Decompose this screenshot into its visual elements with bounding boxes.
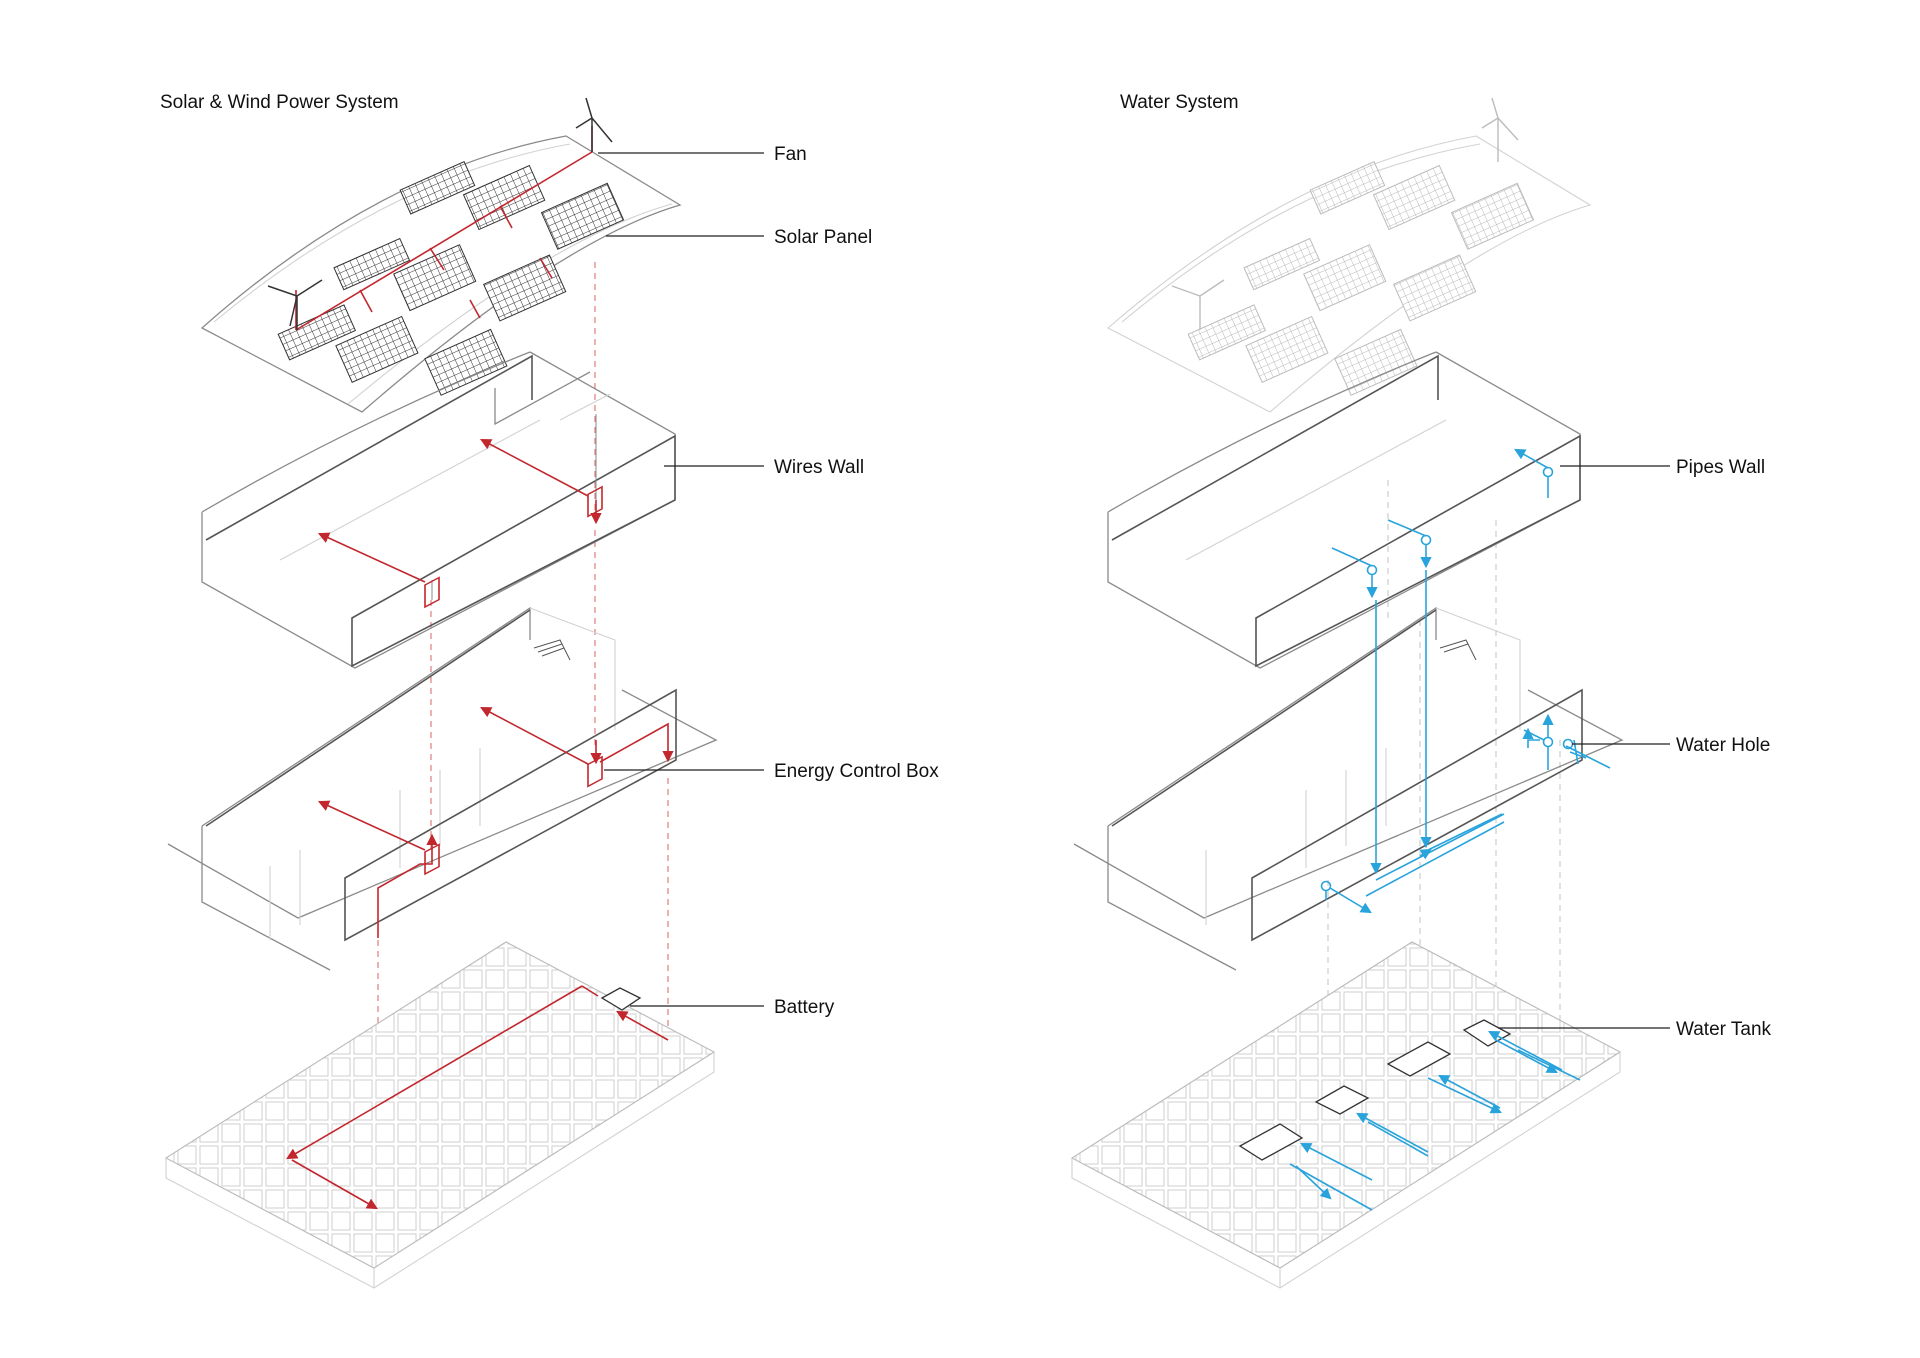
solar-panel xyxy=(424,328,508,396)
floor-grid-base-water xyxy=(1070,941,1622,1289)
pipes-wall xyxy=(1107,351,1581,669)
vertical-dashed-connectors xyxy=(377,262,669,1200)
wires-wall-label: Wires Wall xyxy=(774,457,864,478)
solar-panel xyxy=(399,161,476,215)
battery-wiring xyxy=(286,985,669,1210)
water-tank xyxy=(1314,1085,1370,1115)
solar-panel xyxy=(462,164,546,231)
solar-panels-faded xyxy=(1187,161,1535,396)
leader-lines-left xyxy=(598,152,764,1007)
water-hole-label: Water Hole xyxy=(1676,735,1770,756)
water-hole-lines xyxy=(1320,570,1611,914)
water-tank xyxy=(1238,1123,1304,1161)
solar-panel xyxy=(483,254,567,322)
floor-grid-base xyxy=(164,941,716,1289)
solar-panel xyxy=(393,244,477,312)
solar-panel xyxy=(540,182,625,250)
right-diagram-title: Water System xyxy=(1120,92,1239,113)
solar-panels xyxy=(277,161,625,396)
water-system-diagram: Pipes Wall Water Hole Water Tank xyxy=(1070,97,1772,1289)
solar-panel-label: Solar Panel xyxy=(774,227,872,248)
pipes-wall-water-lines xyxy=(1331,448,1554,599)
solar-panel xyxy=(333,237,411,291)
fan-turbine-left xyxy=(267,279,323,330)
roof-shell-faded xyxy=(1107,135,1592,413)
wires-wall xyxy=(201,351,676,669)
stair-icon xyxy=(533,639,571,661)
fan-icon xyxy=(575,97,613,152)
fan-label: Fan xyxy=(774,144,807,165)
solar-panel xyxy=(277,304,357,361)
pipes-wall-label: Pipes Wall xyxy=(1676,457,1765,478)
water-tank-label: Water Tank xyxy=(1676,1019,1772,1040)
vertical-dashed-connectors-water xyxy=(1327,480,1561,1140)
lower-building-volume-water xyxy=(1073,606,1624,971)
fan-faded xyxy=(1171,97,1519,330)
water-tank xyxy=(1386,1041,1452,1077)
energy-control-wiring xyxy=(317,706,674,938)
wires-wall-wiring xyxy=(317,438,603,609)
lower-building-volume xyxy=(167,606,718,971)
battery xyxy=(600,987,642,1011)
battery-label: Battery xyxy=(774,997,835,1018)
left-diagram-title: Solar & Wind Power System xyxy=(160,92,399,113)
power-system-diagram: Fan Solar Panel Wires Wall Energy Contro… xyxy=(164,97,939,1289)
water-tank-lines xyxy=(1289,1030,1581,1211)
energy-control-box-label: Energy Control Box xyxy=(774,761,939,782)
solar-panel xyxy=(335,315,419,383)
stair-icon xyxy=(1439,639,1477,661)
leader-lines-right xyxy=(1498,465,1670,1029)
